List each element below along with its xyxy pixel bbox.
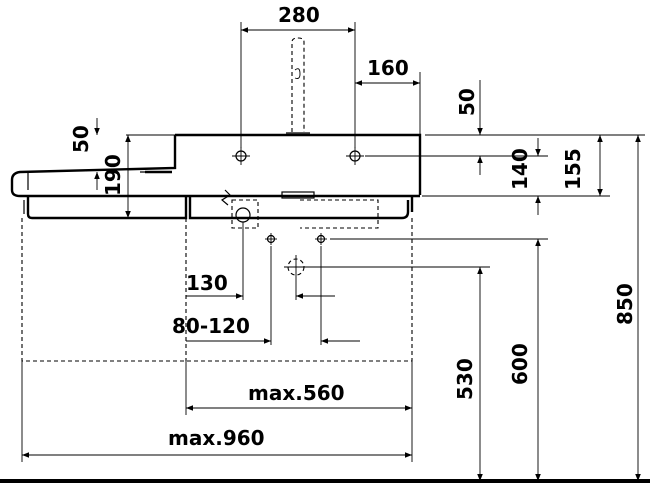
- dimension-160: 160: [355, 56, 421, 134]
- dimension-190: 190: [90, 135, 186, 219]
- dim-label-280: 280: [278, 3, 320, 27]
- dimension-max560: max.560: [185, 361, 413, 462]
- dim-label-140: 140: [508, 148, 532, 190]
- dimension-max960: max.960: [21, 361, 412, 462]
- dimension-280: 280: [240, 3, 356, 148]
- dim-label-50-left: 50: [69, 125, 93, 153]
- dimension-50-right: 50: [425, 80, 490, 175]
- dimension-155: 155: [425, 134, 610, 197]
- dimension-50-left: 50: [69, 118, 175, 190]
- dim-label-190: 190: [101, 154, 125, 196]
- dim-label-max560: max.560: [248, 381, 345, 405]
- dim-label-850: 850: [613, 283, 637, 325]
- dimension-530: 530: [453, 267, 483, 481]
- dim-label-160: 160: [367, 56, 409, 80]
- dim-label-155: 155: [561, 148, 585, 190]
- supply-point-right-icon: [315, 233, 327, 245]
- dim-label-530: 530: [453, 358, 477, 400]
- dim-label-80-120: 80-120: [172, 314, 250, 338]
- dim-label-50-right: 50: [455, 88, 479, 116]
- dim-label-600: 600: [508, 343, 532, 385]
- faucet-outline-icon: [286, 37, 310, 134]
- dimension-850: 850: [610, 134, 645, 481]
- dimension-80-120: 80-120: [172, 246, 360, 345]
- basin-outline: [10, 133, 422, 198]
- tap-hole-right-icon: [346, 147, 364, 165]
- dimension-130: 130: [186, 222, 335, 300]
- cabinet-outline: [21, 218, 413, 362]
- tap-hole-left-icon: [232, 147, 250, 165]
- dim-label-130: 130: [186, 271, 228, 295]
- dim-label-max960: max.960: [168, 426, 265, 450]
- towel-rail: [23, 196, 414, 220]
- dimension-600: 600: [508, 239, 541, 481]
- dimension-140: 140: [365, 138, 548, 215]
- waste-outlet-icon: [284, 255, 308, 279]
- supply-point-left-icon: [265, 233, 277, 245]
